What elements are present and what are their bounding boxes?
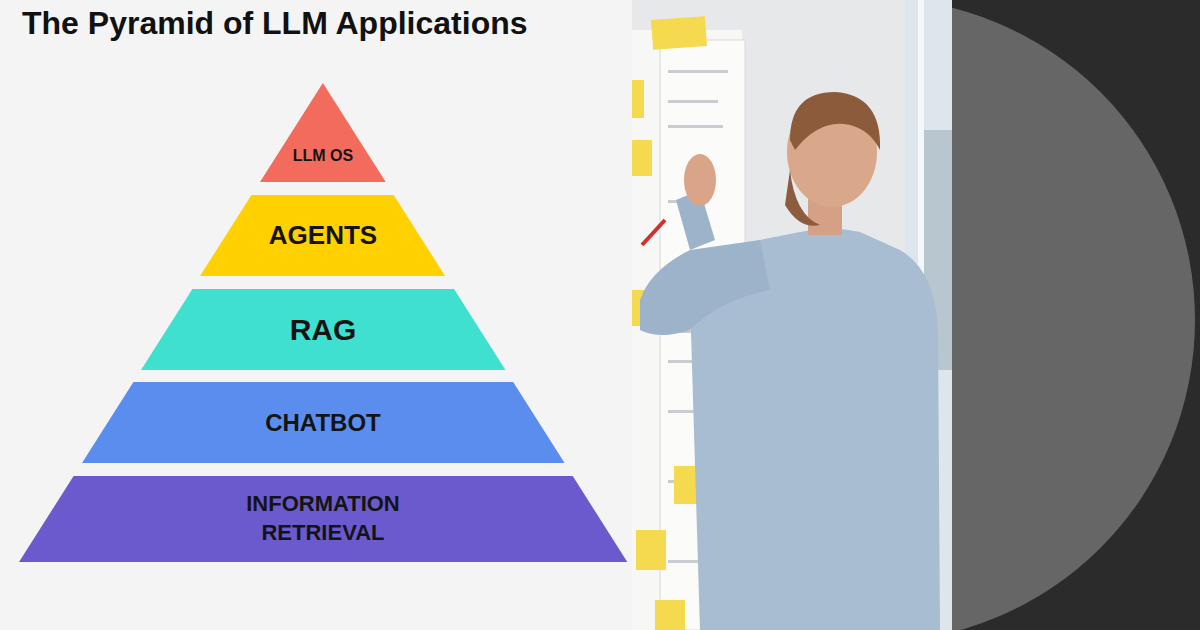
band-fill xyxy=(141,289,505,370)
raised-arm xyxy=(640,240,770,335)
band-label: RAG xyxy=(290,310,357,349)
band-label: LLM OS xyxy=(293,146,353,167)
hand xyxy=(684,154,716,206)
pyramid-band: INFORMATION RETRIEVAL xyxy=(19,476,627,562)
hair xyxy=(790,92,880,150)
wall xyxy=(632,0,952,630)
band-shape xyxy=(260,83,386,182)
page-title: The Pyramid of LLM Applications xyxy=(22,5,528,42)
band-label: CHATBOT xyxy=(265,407,381,438)
band-fill xyxy=(260,83,386,182)
pen xyxy=(642,220,665,245)
pyramid-band: LLM OS xyxy=(260,83,386,182)
band-fill xyxy=(19,476,627,562)
pyramid-band: AGENTS xyxy=(200,195,445,276)
pyramid-band: RAG xyxy=(141,289,505,370)
band-label: AGENTS xyxy=(269,219,377,253)
beard xyxy=(785,170,820,226)
grey-circle xyxy=(952,0,1195,630)
office-photo xyxy=(632,0,952,630)
pyramid-band: CHATBOT xyxy=(82,382,565,463)
band-fill xyxy=(200,195,445,276)
left-panel xyxy=(0,0,632,630)
band-shape xyxy=(19,476,627,562)
band-fill xyxy=(82,382,565,463)
band-label: INFORMATION RETRIEVAL xyxy=(193,490,453,547)
